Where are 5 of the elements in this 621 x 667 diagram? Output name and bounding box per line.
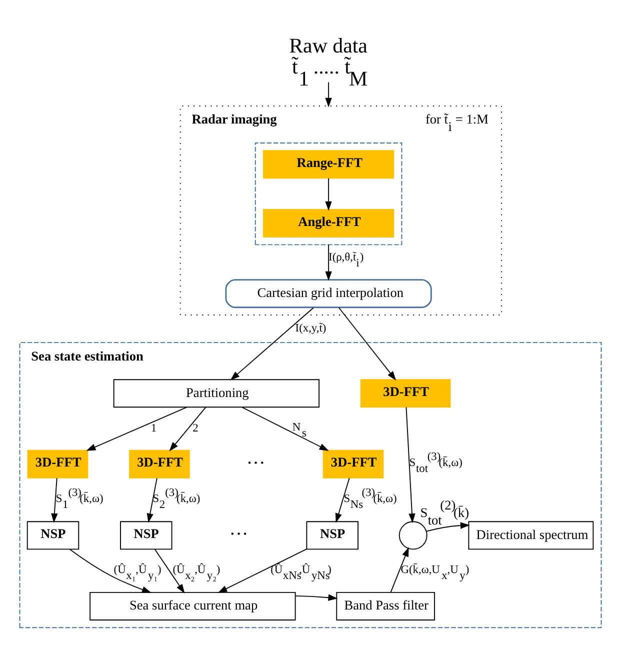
- label: ···: [229, 524, 248, 545]
- edge-label: I(x,y,t̃): [295, 322, 326, 334]
- edge-label: 1: [150, 422, 157, 434]
- edge-label: 2: [192, 422, 198, 434]
- label: ···: [246, 452, 266, 474]
